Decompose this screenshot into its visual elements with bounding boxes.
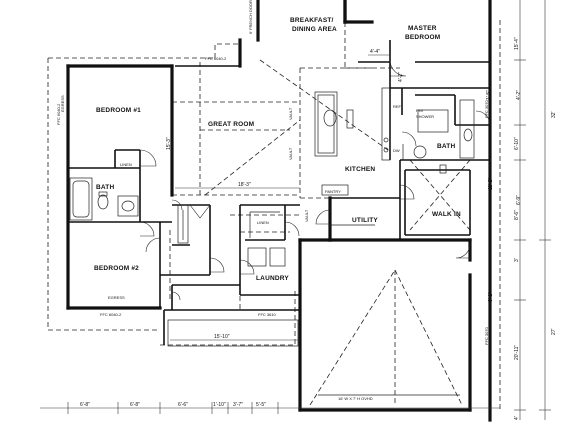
dimension-lines: [40, 0, 551, 420]
breakfast-label: BREAKFAST/: [290, 17, 334, 24]
dim-6-6: 6'-6": [178, 402, 188, 408]
vanity-1: [117, 195, 139, 217]
dishwasher-note: DW: [393, 148, 400, 153]
shower-note-1: PxV: [416, 108, 424, 113]
fixtures: [69, 87, 475, 347]
dim-r-15-4: 15'-4": [514, 37, 520, 50]
bedroom2-label: BEDROOM #2: [94, 265, 139, 272]
kitchen-counter: [381, 87, 391, 161]
dim-r-32: 32': [551, 111, 557, 118]
dim-r-8-6: 8'-6": [514, 210, 520, 220]
island-sink: [323, 109, 337, 127]
garage-roof-lines: [309, 269, 463, 406]
bath1-label: BATH: [96, 184, 114, 191]
vault-note-1: VAULT: [288, 107, 293, 120]
dim-6-8-a: 6'-8": [80, 402, 90, 408]
linen-note-1: LINEN: [120, 162, 132, 167]
dim-5-5: 5'-5": [256, 402, 266, 408]
utility-label: UTILITY: [352, 217, 378, 224]
dimension-text: 6'-8" 6'-8" 6'-6" 1'-10" 3'-7" 5'-5" 18'…: [80, 37, 557, 420]
roof-eave-lines: [47, 20, 501, 410]
dim-15-3: 15'-3": [166, 137, 172, 150]
dim-6-9: 6'-9": [516, 195, 522, 205]
dim-4-4: 4'-4": [370, 49, 380, 55]
toilet-1: [97, 194, 109, 210]
egress-note-2: EGRESS: [108, 295, 125, 300]
pantry-label: PANTRY: [325, 189, 341, 194]
french-door-note: 6' FRENCH DOOR: [248, 0, 253, 34]
garage-door-note: 16' W X 7' H OVHD: [338, 396, 373, 401]
ffc-note-4: FFC 3610: [258, 312, 277, 317]
walk-in-label: WALK IN: [432, 211, 461, 218]
master-label-2: BEDROOM: [405, 34, 440, 41]
kitchen-label: KITCHEN: [345, 166, 375, 173]
dim-4-2: 4'-2": [398, 72, 404, 82]
linen-closet: [177, 204, 189, 244]
toilet-2: [413, 145, 427, 159]
dim-r-4: 4': [514, 416, 520, 420]
tub: [69, 177, 93, 221]
ref-note: REF: [393, 104, 402, 109]
ffc-note-1: FFC 6040-2: [56, 103, 61, 125]
dim-r-4-2b: 4'-2": [516, 90, 522, 100]
dim-r-6-1: 6'-1": [488, 292, 494, 302]
washer: [247, 247, 267, 267]
master-label-1: MASTER: [408, 25, 437, 32]
bedroom1-label: BEDROOM #1: [96, 107, 141, 114]
dim-3-7: 3'-7": [233, 402, 243, 408]
ffc-note-6: FFC 3070: [484, 326, 489, 345]
ffc-note-5: FFC 3070: [484, 99, 489, 118]
porch-slab: [167, 319, 299, 347]
plan-notes: LINEN LINEN EGRESS EGRESS FFC 6040-2 FFC…: [56, 0, 489, 401]
dim-6-8-b: 6'-8": [130, 402, 140, 408]
bath2-label: BATH: [437, 143, 455, 150]
dim-r-11-2: 11'-2": [488, 177, 494, 190]
dim-18-3: 18'-3": [238, 182, 251, 188]
shower: [417, 109, 449, 133]
walls: [66, 0, 492, 422]
dim-1-10: 1'-10": [213, 402, 226, 408]
door-swings: [139, 59, 491, 301]
shower-note-2: SHOWER: [416, 114, 434, 119]
dim-r-6-10: 6'-10": [514, 137, 520, 150]
dim-15-10: 15'-10": [214, 334, 230, 340]
ffc-note-3: FFC 6040-2: [205, 56, 227, 61]
dim-r-20-11: 20'-11": [514, 345, 520, 360]
vault-note-2: VAULT: [288, 147, 293, 160]
ffc-note-2: FFC 6040-2: [100, 312, 122, 317]
vault-note-3: VAULT: [304, 209, 309, 222]
egress-note-1: EGRESS: [60, 95, 65, 112]
room-labels: BREAKFAST/ DINING AREA MASTER BEDROOM BE…: [94, 17, 461, 282]
pantry-box: [321, 184, 349, 196]
great-room-label: GREAT ROOM: [208, 121, 254, 128]
dim-r-27: 27': [551, 328, 557, 335]
kitchen-island: [314, 91, 338, 157]
dining-label: DINING AREA: [292, 26, 337, 33]
dim-r-3: 3': [514, 258, 520, 262]
linen-note-2: LINEN: [257, 220, 269, 225]
laundry-label: LAUNDRY: [256, 275, 289, 282]
dim-r-1-5: 1'-5": [486, 90, 492, 100]
dryer: [269, 247, 286, 267]
master-vanity: [459, 99, 475, 159]
